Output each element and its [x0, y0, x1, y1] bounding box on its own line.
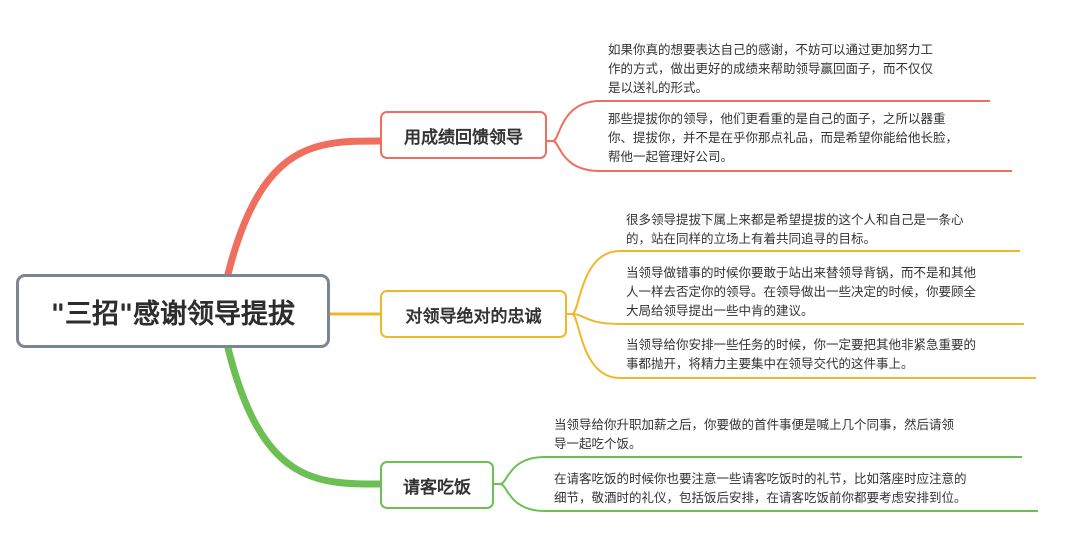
connector-branch2-leaf1	[571, 250, 1020, 315]
connector-branch2-leaf3	[571, 313, 1036, 379]
connector-branch1-leaf1	[552, 100, 990, 142]
branch-label-2: 对领导绝对的忠诚	[405, 306, 542, 327]
root-node[interactable]: "三招"感谢领导提拔	[16, 274, 330, 348]
branch-node-3[interactable]: 请客吃饭	[380, 461, 494, 509]
leaf-1-1: 如果你真的想要表达自己的感谢，不妨可以通过更加努力工 作的方式，做出更好的成绩来…	[608, 42, 934, 95]
branch-node-2[interactable]: 对领导绝对的忠诚	[380, 290, 567, 338]
branch-node-1[interactable]: 用成绩回馈领导	[380, 111, 547, 159]
leaf-2-1: 很多领导提拔下属上来都是希望提拔的这个人和自己是一条心 的，站在同样的立场上有着…	[626, 212, 964, 246]
leaf-2-3: 当领导给你安排一些任务的时候，你一定要把其他非紧急重要的 事都抛开，将精力主要集…	[626, 337, 977, 371]
connector-branch2-leaf2	[571, 313, 1024, 325]
leaf-3-1: 当领导给你升职加薪之后，你要做的首件事便是喊上几个同事，然后请领 导一起吃个饭。	[554, 417, 955, 451]
leaf-3-2: 在请客吃饭的时候你也要注意一些请客吃饭时的礼节，比如落座时应注意的 细节，敬酒时…	[554, 471, 967, 505]
connector-root-branch1	[224, 137, 384, 278]
connector-branch1-leaf2	[552, 140, 1012, 172]
connector-branch3-leaf2	[499, 483, 1038, 512]
branch-label-3: 请客吃饭	[403, 477, 471, 498]
leaf-2-2: 当领导做错事的时候你要敢于站出来替领导背锅，而不是和其他 人一样去否定你的领导。…	[626, 265, 977, 318]
leaf-1-2: 那些提拔你的领导，他们更看重的是自己的面子，之所以器重 你、提拔你，并不是在乎你…	[608, 111, 959, 164]
root-label: "三招"感谢领导提拔	[50, 298, 296, 330]
branch-label-1: 用成绩回馈领导	[404, 127, 523, 148]
connector-root-branch3	[224, 344, 384, 488]
connector-branch3-leaf1	[499, 456, 1022, 485]
